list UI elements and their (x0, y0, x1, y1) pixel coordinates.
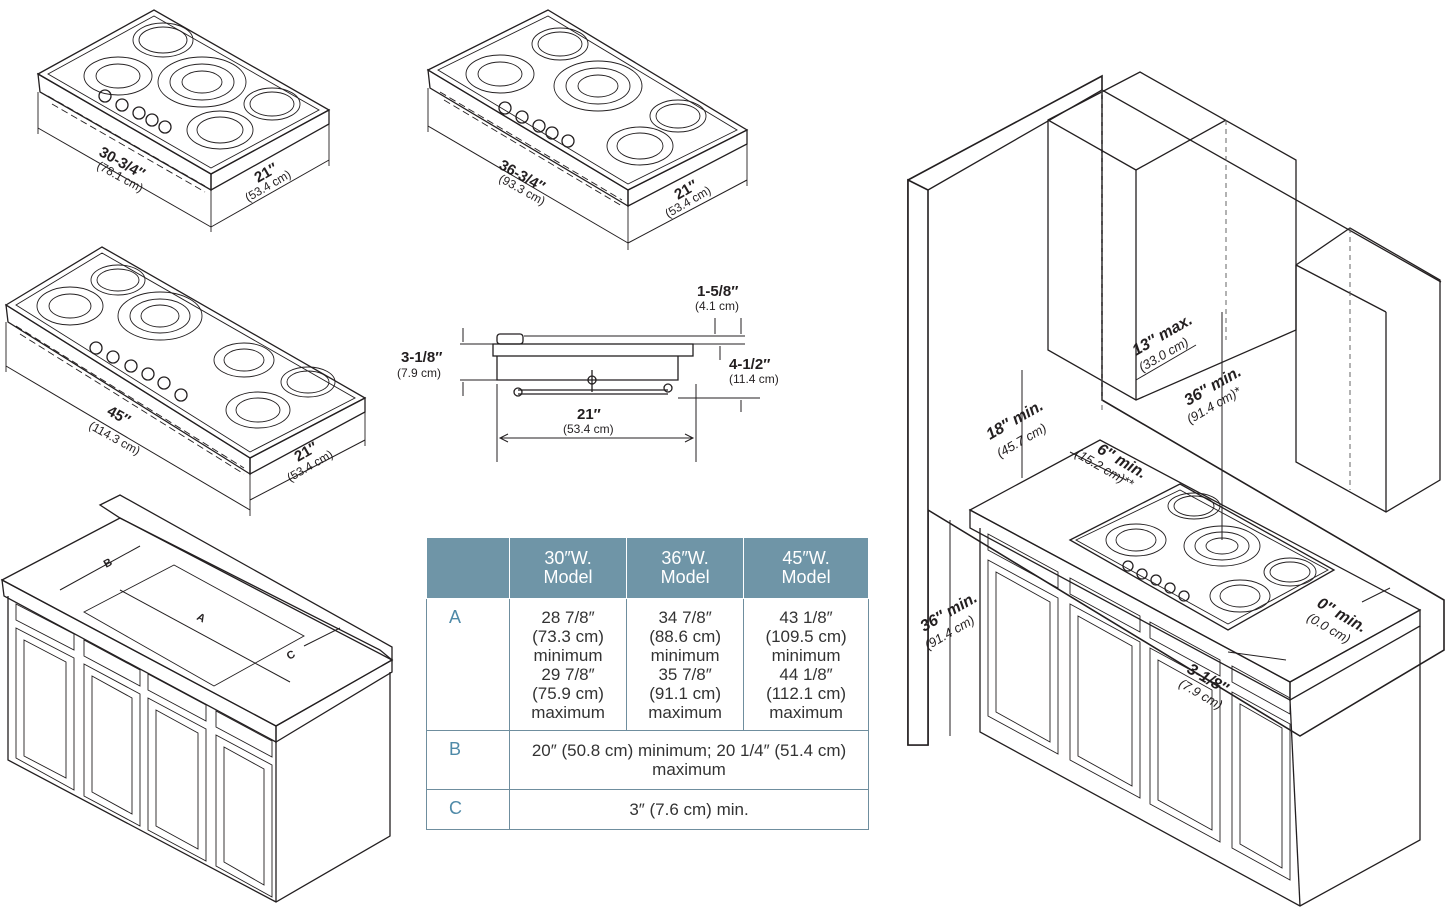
table-header-row: 30″W. Model 36″W. Model 45″W. Model (426, 538, 869, 599)
cutout-label-c: C (285, 648, 298, 662)
c45-width-label: 45″ (104, 403, 133, 429)
cooktop-36-illustration (426, 9, 749, 250)
header-corner (426, 538, 510, 599)
table-row-b: B 20″ (50.8 cm) minimum; 20 1/4″ (51.4 c… (426, 730, 869, 790)
cell-a-45w: 43 1/8″ (109.5 cm) minimum 44 1/8″ (112.… (743, 598, 869, 731)
kitchen-installation-illustration (907, 71, 1445, 907)
cutout-label-b: B (102, 556, 115, 570)
table-row-a: A 28 7/8″ (73.3 cm) minimum 29 7/8″ (75.… (426, 598, 869, 731)
cutout-dimensions-table: 30″W. Model 36″W. Model 45″W. Model A 28… (426, 538, 869, 830)
c45-width-cm-label: (114.3 cm) (87, 418, 143, 458)
side-top-cm-label: (4.1 cm) (695, 299, 739, 313)
cell-c: 3″ (7.6 cm) min. (509, 789, 869, 830)
side-depth-cm-label: (53.4 cm) (563, 422, 614, 436)
cell-a-30w: 28 7/8″ (73.3 cm) minimum 29 7/8″ (75.9 … (508, 598, 628, 731)
cell-b: 20″ (50.8 cm) minimum; 20 1/4″ (51.4 cm)… (509, 730, 869, 790)
cooktop-side-view (460, 318, 760, 462)
cutout-label-a: A (195, 611, 208, 625)
side-depth-label: 21″ (577, 406, 601, 423)
header-30w: 30″W. Model (508, 538, 628, 599)
side-top-label: 1-5/8″ (697, 283, 738, 300)
cell-a-36w: 34 7/8″ (88.6 cm) minimum 35 7/8″ (91.1 … (626, 598, 745, 731)
side-right-label: 4-1/2″ (729, 356, 770, 373)
row-label-b: B (426, 730, 510, 790)
header-36w: 36″W. Model (626, 538, 745, 599)
cooktop-45-illustration (4, 246, 367, 516)
side-left-label: 3-1/8″ (401, 349, 442, 366)
table-row-c: C 3″ (7.6 cm) min. (426, 789, 869, 830)
header-45w: 45″W. Model (743, 538, 869, 599)
cutout-cabinet-illustration (0, 494, 394, 903)
row-label-c: C (426, 789, 510, 830)
side-left-cm-label: (7.9 cm) (397, 366, 441, 380)
side-right-cm-label: (11.4 cm) (729, 372, 779, 386)
cooktop-30-illustration (36, 9, 331, 232)
row-label-a: A (426, 598, 510, 731)
